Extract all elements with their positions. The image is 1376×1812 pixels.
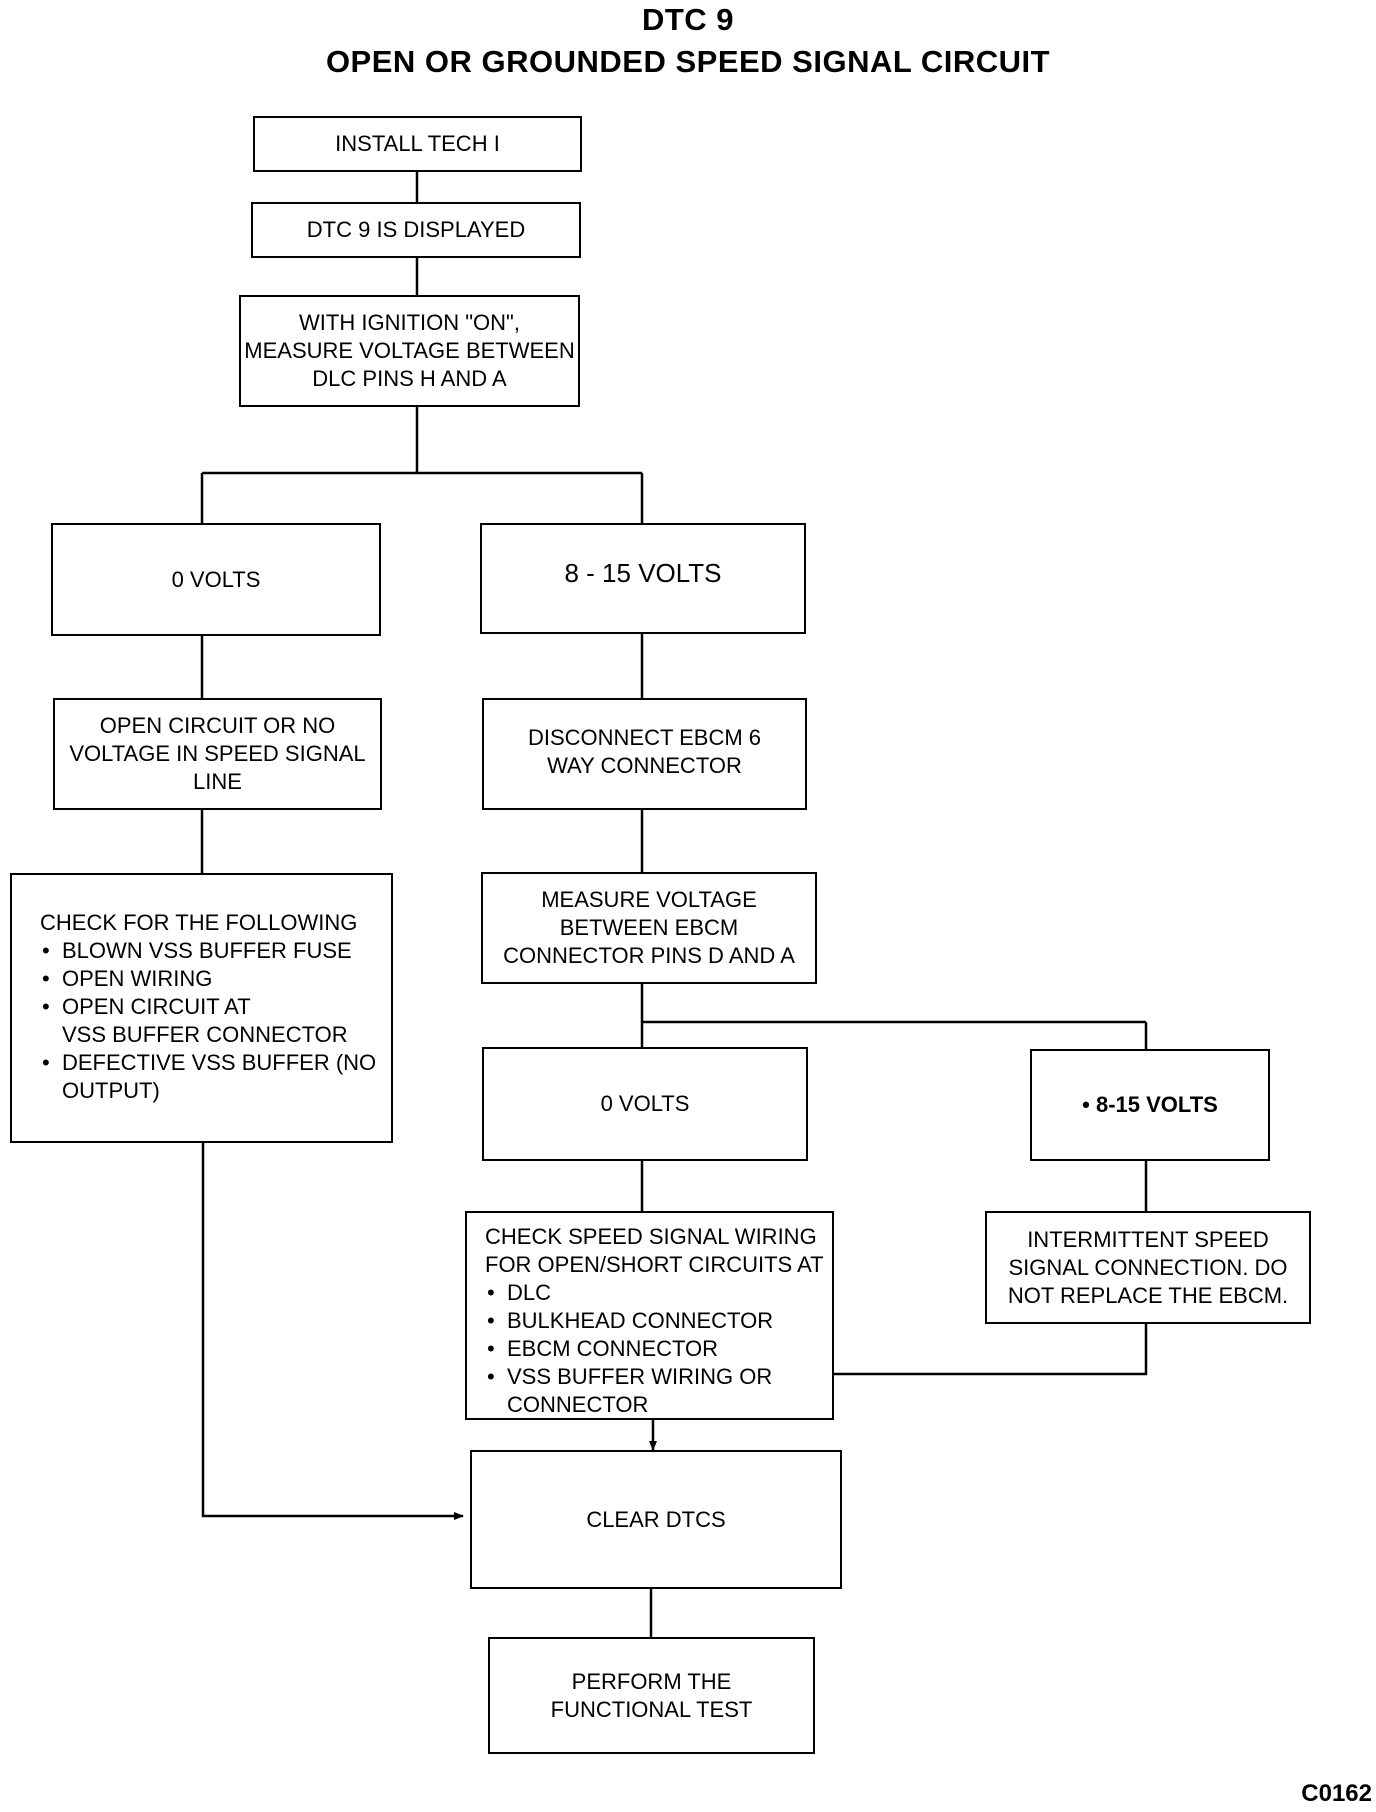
connector-check-to-clear <box>201 1143 464 1520</box>
clear-dtcs-label: CLEAR DTCS <box>586 1506 726 1532</box>
check-following-list: BLOWN VSS BUFFER FUSE OPEN WIRING OPEN C… <box>40 937 376 1105</box>
list-item-text: BLOWN VSS BUFFER FUSE <box>62 938 352 963</box>
list-item: DEFECTIVE VSS BUFFER (NO OUTPUT) <box>40 1049 376 1105</box>
zero-volts-left-box: 0 VOLTS <box>51 523 381 636</box>
install-tech-label: INSTALL TECH I <box>335 131 500 156</box>
clear-dtcs-box: CLEAR DTCS <box>470 1450 842 1589</box>
list-item-text: OPEN CIRCUIT AT VSS BUFFER CONNECTOR <box>62 994 348 1047</box>
functional-test-label: PERFORM THE FUNCTIONAL TEST <box>550 1668 753 1722</box>
list-item: OPEN WIRING <box>40 965 376 993</box>
eight-fifteen-volts-right-box: • 8-15 VOLTS <box>1030 1049 1270 1161</box>
measure-dlc-box: WITH IGNITION "ON", MEASURE VOLTAGE BETW… <box>239 295 580 407</box>
list-item-text: DEFECTIVE VSS BUFFER (NO OUTPUT) <box>62 1050 377 1103</box>
zero-volts-mid-box: 0 VOLTS <box>482 1047 808 1161</box>
eight-fifteen-volts-label: 8 - 15 VOLTS <box>564 558 722 588</box>
connector-intermittent-to-wiring <box>832 1324 1148 1376</box>
intermittent-box: INTERMITTENT SPEED SIGNAL CONNECTION. DO… <box>985 1211 1311 1324</box>
list-item: OPEN CIRCUIT AT VSS BUFFER CONNECTOR <box>40 993 376 1049</box>
eight-fifteen-volts-box: 8 - 15 VOLTS <box>480 523 806 634</box>
list-item: EBCM CONNECTOR <box>485 1335 824 1363</box>
eight-fifteen-volts-right-label: • 8-15 VOLTS <box>1082 1092 1218 1117</box>
measure-ebcm-label: MEASURE VOLTAGE BETWEEN EBCM CONNECTOR P… <box>503 887 795 968</box>
dtc-displayed-box: DTC 9 IS DISPLAYED <box>251 202 581 258</box>
open-circuit-box: OPEN CIRCUIT OR NO VOLTAGE IN SPEED SIGN… <box>53 698 382 810</box>
list-item-text: VSS BUFFER WIRING OR CONNECTOR <box>507 1364 773 1417</box>
diagram-subtitle: OPEN OR GROUNDED SPEED SIGNAL CIRCUIT <box>325 44 1051 79</box>
list-item-text: DLC <box>507 1280 552 1305</box>
open-circuit-label: OPEN CIRCUIT OR NO VOLTAGE IN SPEED SIGN… <box>69 713 366 794</box>
check-speed-wiring-list: DLC BULKHEAD CONNECTOR EBCM CONNECTOR VS… <box>485 1279 824 1419</box>
list-item: VSS BUFFER WIRING OR CONNECTOR <box>485 1363 824 1419</box>
functional-test-box: PERFORM THE FUNCTIONAL TEST <box>488 1637 815 1754</box>
check-speed-wiring-heading: CHECK SPEED SIGNAL WIRING FOR OPEN/SHORT… <box>485 1224 824 1277</box>
install-tech-box: INSTALL TECH I <box>253 116 582 172</box>
measure-dlc-label: WITH IGNITION "ON", MEASURE VOLTAGE BETW… <box>244 310 575 391</box>
intermittent-label: INTERMITTENT SPEED SIGNAL CONNECTION. DO… <box>1007 1226 1289 1308</box>
check-following-box: CHECK FOR THE FOLLOWING BLOWN VSS BUFFER… <box>10 873 393 1143</box>
list-item-text: EBCM CONNECTOR <box>507 1336 719 1361</box>
disconnect-ebcm-label: DISCONNECT EBCM 6 WAY CONNECTOR <box>527 725 762 778</box>
zero-volts-left-label: 0 VOLTS <box>171 566 261 592</box>
figure-id: C0162 <box>1301 1780 1372 1807</box>
list-item-text: BULKHEAD CONNECTOR <box>507 1308 774 1333</box>
list-item-text: OPEN WIRING <box>62 966 213 991</box>
measure-ebcm-box: MEASURE VOLTAGE BETWEEN EBCM CONNECTOR P… <box>481 872 817 984</box>
check-following-heading: CHECK FOR THE FOLLOWING <box>40 910 358 935</box>
diagram-title: DTC 9 <box>641 2 735 37</box>
list-item: BULKHEAD CONNECTOR <box>485 1307 824 1335</box>
dtc-displayed-label: DTC 9 IS DISPLAYED <box>306 217 526 242</box>
list-item: DLC <box>485 1279 824 1307</box>
check-speed-wiring-box: CHECK SPEED SIGNAL WIRING FOR OPEN/SHORT… <box>465 1211 834 1420</box>
list-item: BLOWN VSS BUFFER FUSE <box>40 937 376 965</box>
zero-volts-mid-label: 0 VOLTS <box>600 1091 690 1116</box>
disconnect-ebcm-box: DISCONNECT EBCM 6 WAY CONNECTOR <box>482 698 807 810</box>
